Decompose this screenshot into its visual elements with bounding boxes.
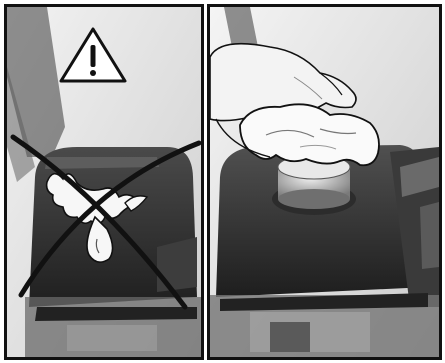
panel-correct-action: [207, 4, 442, 360]
panel-prohibited: [4, 4, 204, 360]
panel-left-illustration: [7, 7, 201, 357]
fuel-cap: [272, 155, 356, 215]
panel-right-illustration: [210, 7, 439, 357]
